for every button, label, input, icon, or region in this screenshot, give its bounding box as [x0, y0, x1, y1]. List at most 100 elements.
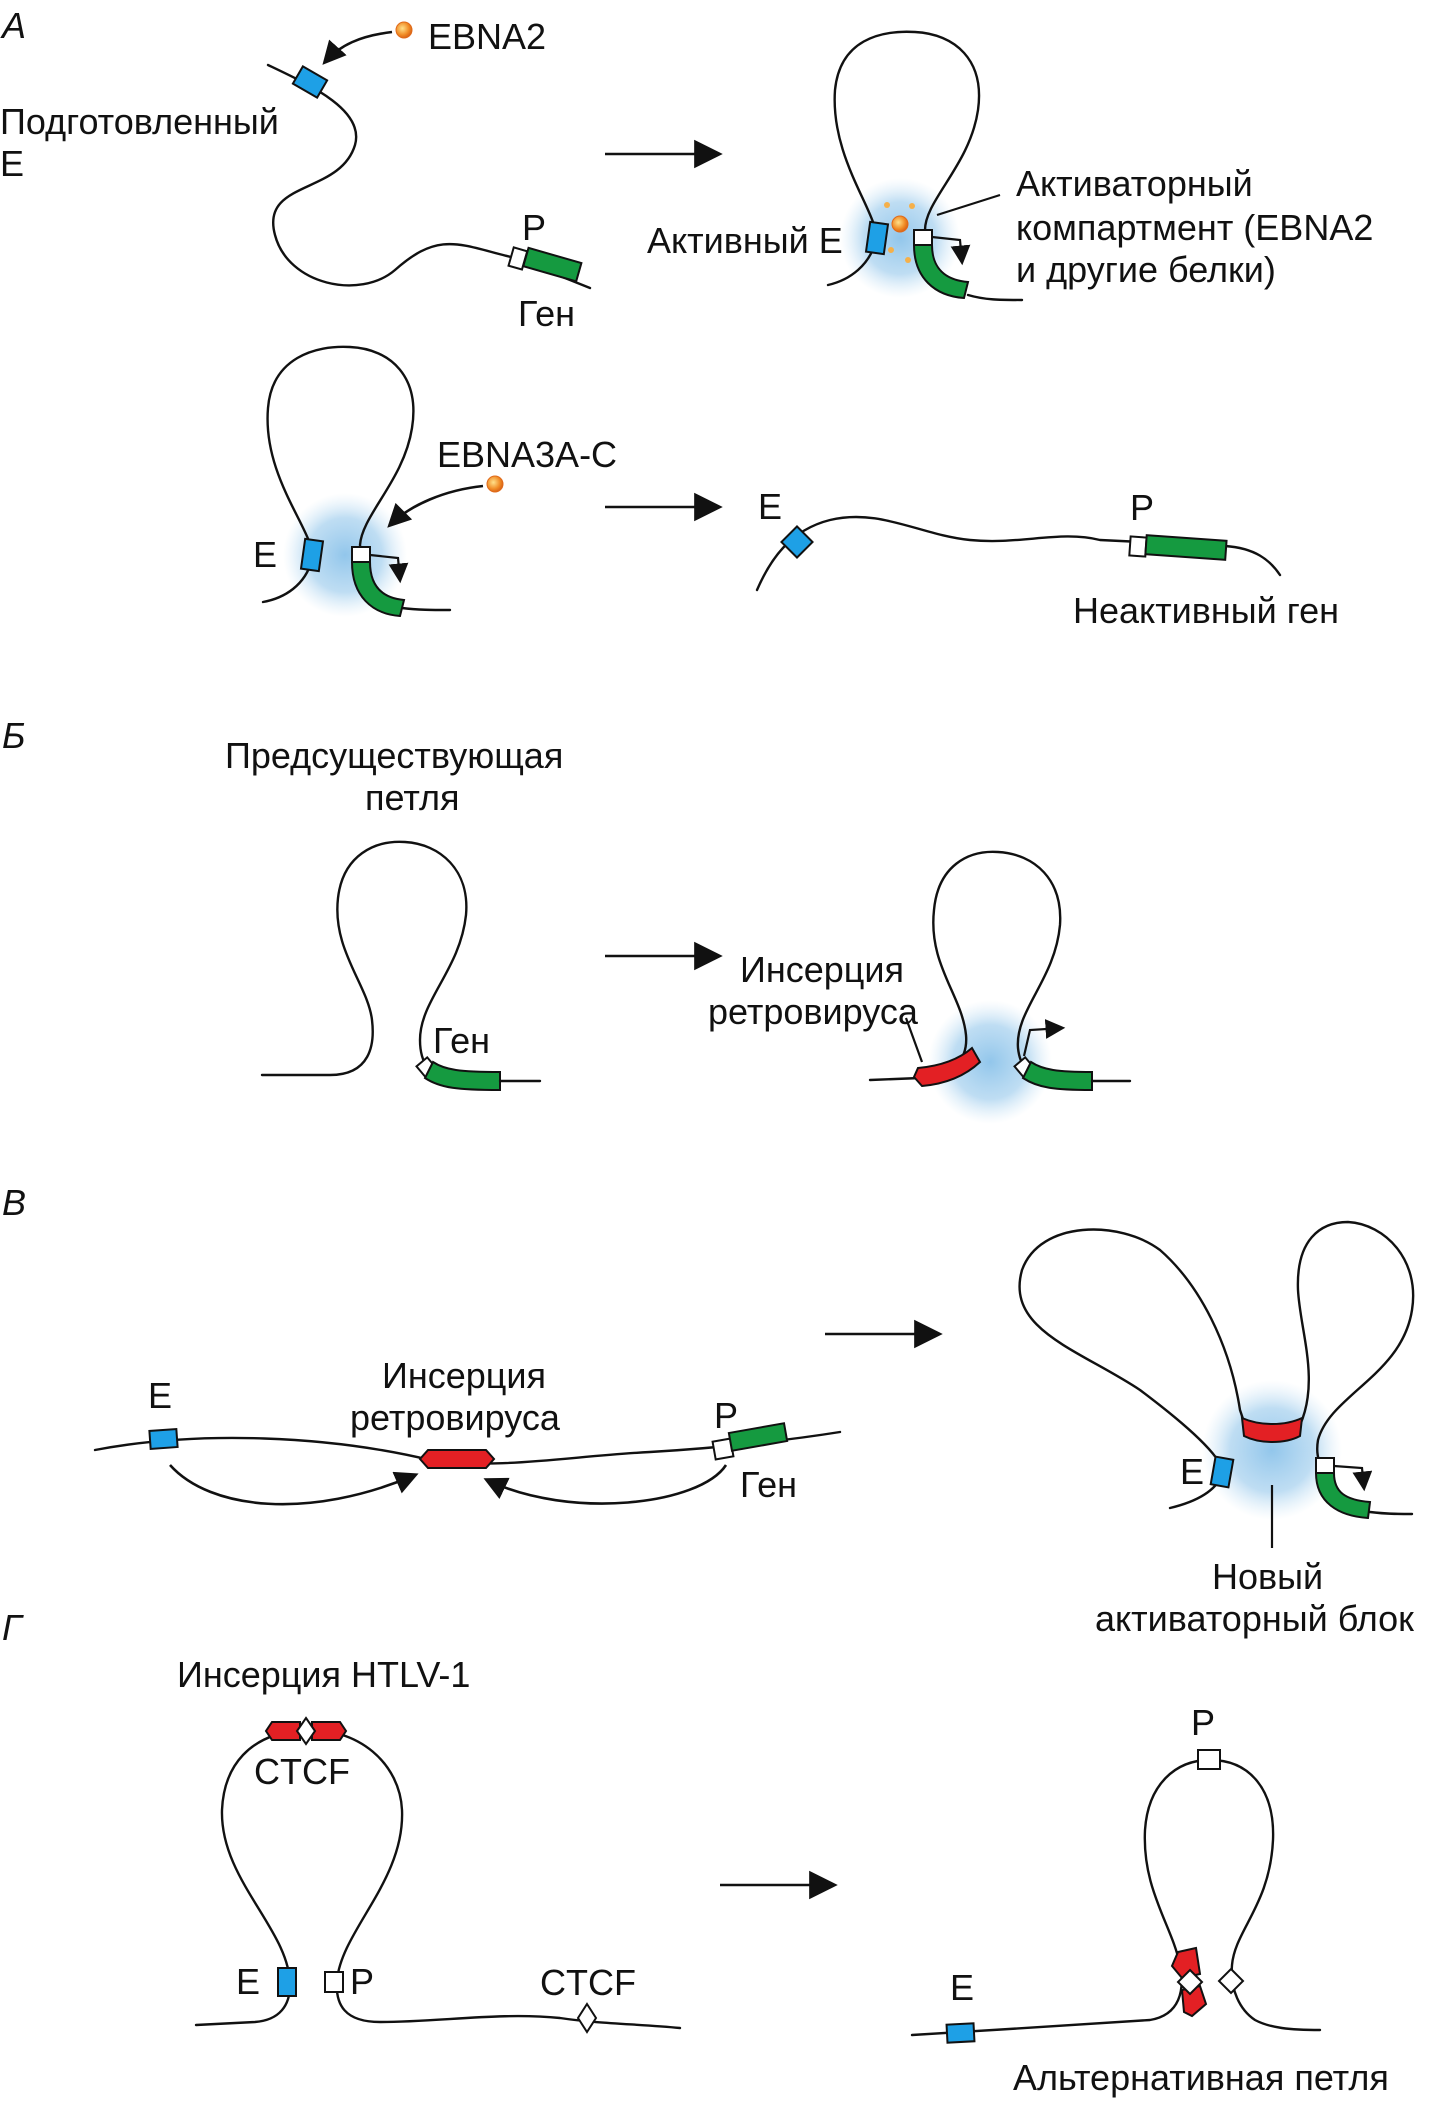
- dna-loop: [1296, 1220, 1415, 1470]
- promoter-box: [324, 1971, 344, 1993]
- dna-loop: [260, 840, 468, 1077]
- ctcf-label: CTCF: [254, 1751, 350, 1792]
- transcription-arrow-icon: [369, 553, 409, 584]
- protein-dot: [888, 247, 894, 253]
- inactive-gene-label: Неактивный ген: [1073, 590, 1339, 631]
- dna-strand-tail: [400, 606, 452, 612]
- ctcf-diamond-icon: [1217, 1967, 1245, 1995]
- dna-strand-tail: [1368, 1510, 1414, 1516]
- panel-letter-c: В: [2, 1182, 26, 1223]
- enhancer-label: Е: [758, 486, 782, 527]
- primed-enhancer-label: Подготовленный: [0, 101, 279, 142]
- dna-loop: [194, 1728, 682, 2030]
- ctcf-diamond-icon: [576, 2002, 598, 2034]
- promoter-label: Р: [1191, 1702, 1215, 1743]
- binding-arrow: [322, 30, 393, 65]
- active-enhancer-label: Активный Е: [647, 220, 843, 261]
- promoter-box: [1128, 535, 1148, 558]
- protein-dot: [909, 203, 915, 209]
- ebna3-label: EBNA3A-C: [437, 434, 617, 475]
- gene-box: [423, 1060, 501, 1092]
- looping-arrow: [483, 1464, 728, 1505]
- htlv-insertion: [264, 1721, 301, 1741]
- preexisting-loop-label: петля: [365, 777, 460, 818]
- promoter-label: Р: [350, 1961, 374, 2002]
- promoter-box: [351, 546, 371, 563]
- callout-line: [904, 1017, 924, 1063]
- gene-box: [912, 244, 970, 300]
- gene-box: [1144, 534, 1228, 561]
- enhancer-label: Е: [1180, 1451, 1204, 1492]
- gene-label: Ген: [518, 293, 575, 334]
- insertion-label: ретровируса: [708, 991, 919, 1032]
- gene-box: [1021, 1060, 1093, 1092]
- ebna2-label: EBNA2: [428, 16, 546, 57]
- activator-compartment: [928, 1000, 1052, 1124]
- alternative-loop-label: Альтернативная петля: [1013, 2057, 1389, 2098]
- panel-b: Б Предсуществующая петля Ген Инсерция ре…: [2, 715, 1132, 1124]
- ebna3-protein-icon: [486, 475, 504, 493]
- insertion-label: Инсерция: [740, 949, 904, 990]
- enhancer-label: Е: [236, 1961, 260, 2002]
- ebna2-protein-icon: [891, 215, 909, 233]
- protein-dot: [905, 257, 911, 263]
- gene-label: Ген: [433, 1020, 490, 1061]
- panel-c: В Е Инсерция ретровируса Р Ген Е Новый а…: [2, 1182, 1415, 1639]
- looping-arrow: [169, 1464, 419, 1506]
- retrovirus-insertion: [418, 1449, 496, 1469]
- enhancer-box: [780, 525, 814, 559]
- dna-loop: [868, 850, 1062, 1082]
- primed-enhancer-label-e: Е: [0, 143, 24, 184]
- promoter-box: [1197, 1749, 1221, 1770]
- activator-compartment: [1202, 1380, 1342, 1520]
- enhancer-box: [945, 2022, 976, 2044]
- enhancer-box: [299, 537, 325, 573]
- insertion-label: Инсерция: [382, 1355, 546, 1396]
- enhancer-label: Е: [950, 1967, 974, 2008]
- promoter-label: Р: [714, 1395, 738, 1436]
- ctcf-diamond-icon: [1176, 1968, 1204, 1996]
- promoter-label: Р: [1130, 487, 1154, 528]
- promoter-box: [913, 229, 933, 246]
- enhancer-label: Е: [148, 1375, 172, 1416]
- new-block-label: активаторный блок: [1095, 1598, 1414, 1639]
- new-block-label: Новый: [1212, 1556, 1323, 1597]
- dna-strand-tail: [966, 293, 1024, 302]
- transcription-arrow-icon: [1333, 1464, 1373, 1492]
- gene-box: [350, 561, 406, 618]
- ebna2-protein-icon: [395, 21, 413, 39]
- gene-box: [727, 1422, 789, 1452]
- htlv-insertion-label: Инсерция HTLV-1: [177, 1654, 470, 1695]
- retrovirus-insertion: [912, 1046, 982, 1088]
- panel-d: Г Инсерция HTLV-1 CTCF Е Р CTCF Р Е Альт…: [2, 1607, 1389, 2098]
- enhancer-box: [277, 1967, 297, 1997]
- enhancer-box: [1209, 1455, 1235, 1489]
- panel-letter-d: Г: [2, 1607, 24, 1648]
- compartment-label: компартмент (EBNA2: [1016, 207, 1373, 248]
- dna-strand: [266, 63, 592, 290]
- insertion-label: ретровируса: [350, 1397, 561, 1438]
- promoter-box: [1315, 1457, 1335, 1474]
- promoter-label: Р: [522, 207, 546, 248]
- gene-label: Ген: [740, 1464, 797, 1505]
- transcription-arrow-icon: [931, 235, 971, 266]
- callout-line: [936, 193, 1001, 217]
- enhancer-box: [864, 220, 890, 256]
- enhancer-label: Е: [253, 534, 277, 575]
- ctcf-diamond-icon: [295, 1716, 317, 1746]
- gene-box: [522, 246, 583, 283]
- preexisting-loop-label: Предсуществующая: [225, 735, 563, 776]
- gene-box: [1314, 1472, 1372, 1520]
- retrovirus-insertion: [1240, 1416, 1304, 1443]
- compartment-label: и другие белки): [1016, 249, 1276, 290]
- binding-arrow: [387, 484, 484, 528]
- enhancer-box: [291, 64, 329, 100]
- compartment-label: Активаторный: [1016, 163, 1253, 204]
- protein-dot: [884, 202, 890, 208]
- panel-a: А EBNA2 Подготовленный Е Р Ген Активный …: [0, 5, 1373, 631]
- panel-letter-a: А: [0, 5, 26, 46]
- enhancer-box: [148, 1427, 179, 1450]
- ctcf-label: CTCF: [540, 1962, 636, 2003]
- panel-letter-b: Б: [2, 715, 25, 756]
